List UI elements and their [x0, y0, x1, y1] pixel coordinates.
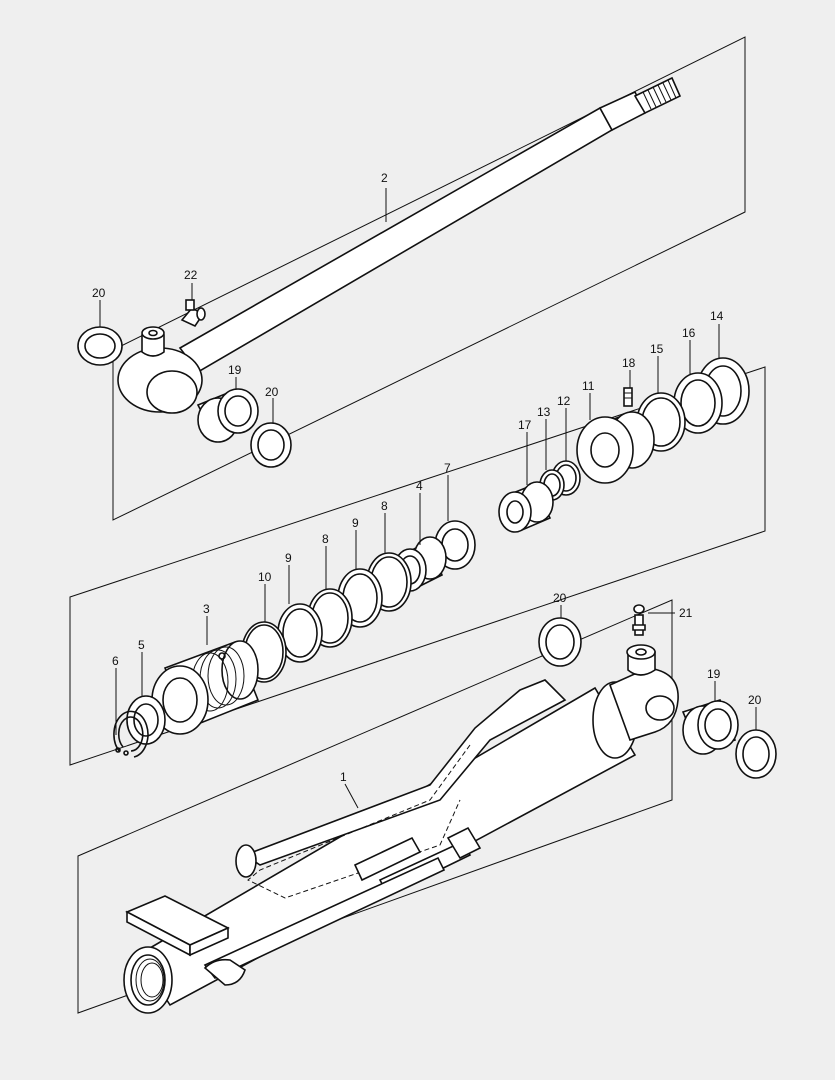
callout-20: 20: [748, 693, 762, 707]
name-plate: [125, 895, 230, 957]
gland-3: [151, 640, 260, 735]
callout-5: 5: [138, 638, 145, 652]
callout-9: 9: [285, 551, 292, 565]
piston-rod: [178, 76, 682, 374]
callout-3: 3: [203, 602, 210, 616]
callout-16: 16: [682, 326, 696, 340]
set-screw-18: [623, 387, 633, 407]
rod-eye: [117, 326, 203, 414]
callout-8: 8: [322, 532, 329, 546]
panel-rod-assembly: [112, 36, 746, 521]
callout-18: 18: [622, 356, 636, 370]
callout-22: 22: [184, 268, 198, 282]
grease-nipple-21: [632, 604, 646, 636]
bush-19a: [196, 388, 259, 443]
cylinder-barrel: [123, 681, 638, 1014]
callout-13: 13: [537, 405, 551, 419]
callout-19: 19: [228, 363, 242, 377]
callout-17: 17: [518, 418, 532, 432]
callout-14: 14: [710, 309, 724, 323]
callout-20: 20: [553, 591, 567, 605]
leader-lines: [99, 188, 757, 809]
callout-8: 8: [381, 499, 388, 513]
barrel-clevis: [608, 644, 679, 741]
callout-6: 6: [112, 654, 119, 668]
hydraulic-pipe: [203, 679, 567, 986]
panel-piston-assembly: [69, 366, 766, 766]
callout-19: 19: [707, 667, 721, 681]
spacer-17: [498, 481, 554, 533]
callout-10: 10: [258, 570, 272, 584]
callout-20: 20: [265, 385, 279, 399]
piston-11: [576, 411, 655, 484]
callout-labels: 2 20 22 19 20 14 16 15 18 11 12 13 17 7 …: [92, 171, 762, 784]
callout-7: 7: [444, 461, 451, 475]
callout-2: 2: [381, 171, 388, 185]
callout-9: 9: [352, 516, 359, 530]
seal-ring-20b: [250, 422, 292, 468]
seal-ring-20c: [538, 617, 582, 667]
callout-21: 21: [679, 606, 693, 620]
callout-15: 15: [650, 342, 664, 356]
callout-12: 12: [557, 394, 571, 408]
seal-ring-20a: [77, 326, 123, 366]
callout-20: 20: [92, 286, 106, 300]
callout-11: 11: [582, 379, 595, 393]
snap-ring-6: [113, 710, 149, 758]
grease-nipple-22: [180, 299, 206, 328]
callout-4: 4: [416, 479, 423, 493]
bush-19b: [681, 699, 739, 755]
callout-1: 1: [340, 770, 347, 784]
seal-ring-20d: [735, 729, 777, 779]
panel-barrel-assembly: [77, 599, 673, 1014]
dust-seal-5: [126, 695, 166, 745]
